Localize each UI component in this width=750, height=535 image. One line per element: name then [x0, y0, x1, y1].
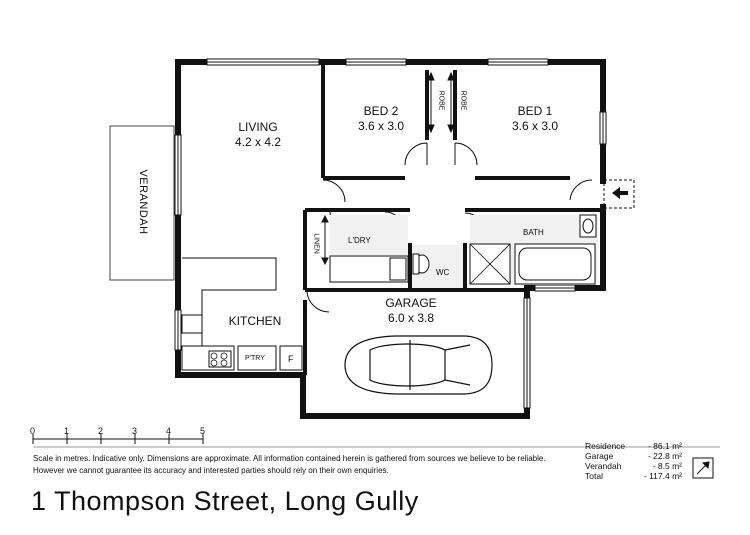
scale-tick-3: 3 [132, 426, 138, 436]
windows [174, 58, 607, 409]
property-address: 1 Thompson Street, Long Gully [31, 486, 419, 516]
bed2-label: BED 2 3.6 x 3.0 [357, 104, 405, 133]
car-icon [344, 335, 493, 395]
robe-right-label: ROBE [459, 90, 467, 111]
cooktop [210, 352, 228, 367]
scale-tick-2: 2 [98, 426, 104, 436]
bath-label: BATH [523, 228, 544, 237]
scale-tick-4: 4 [166, 426, 172, 436]
scale-tick-1: 1 [64, 426, 70, 436]
entry-arrow [603, 179, 635, 209]
kitchen-benches [181, 257, 277, 371]
robe-left-label: ROBE [437, 90, 445, 111]
linen-arrows [321, 214, 329, 266]
area-row-garage: Garage - 22.8 m² [585, 451, 682, 461]
robe-arrows [427, 71, 455, 134]
garage-label: GARAGE 6.0 x 3.8 [385, 296, 437, 325]
area-row-total: Total - 117.4 m² [585, 471, 682, 481]
linen-label: LINEN [312, 233, 320, 254]
disclaimer-text: Scale in metres. Indicative only. Dimens… [33, 454, 546, 475]
vanity [579, 214, 597, 238]
scale-tick-5: 5 [200, 426, 206, 436]
kitchen-label: KITCHEN [228, 314, 282, 328]
wc-label: WC [436, 268, 450, 277]
area-row-residence: Residence - 86.1 m² [585, 441, 682, 451]
area-row-verandah: Verandah - 8.5 m² [585, 461, 682, 471]
fridge-label: F [288, 354, 294, 364]
pantry-box [237, 345, 277, 371]
verandah-area [109, 125, 175, 281]
north-arrow-icon [692, 457, 714, 479]
interior-walls [303, 62, 603, 375]
area-summary: Residence - 86.1 m² Garage - 22.8 m² Ver… [585, 441, 682, 481]
scale-tick-0: 0 [30, 426, 36, 436]
bed1-label: BED 1 3.6 x 3.0 [511, 104, 559, 133]
pantry-label: P'TRY [245, 355, 265, 362]
living-label: LIVING 4.2 x 4.2 [234, 120, 282, 149]
verandah-label: VERANDAH [137, 169, 149, 235]
laundry-tub [389, 257, 407, 281]
fridge-box [279, 345, 303, 371]
laundry-label: L'DRY [348, 236, 371, 245]
scale-bar [32, 434, 720, 448]
